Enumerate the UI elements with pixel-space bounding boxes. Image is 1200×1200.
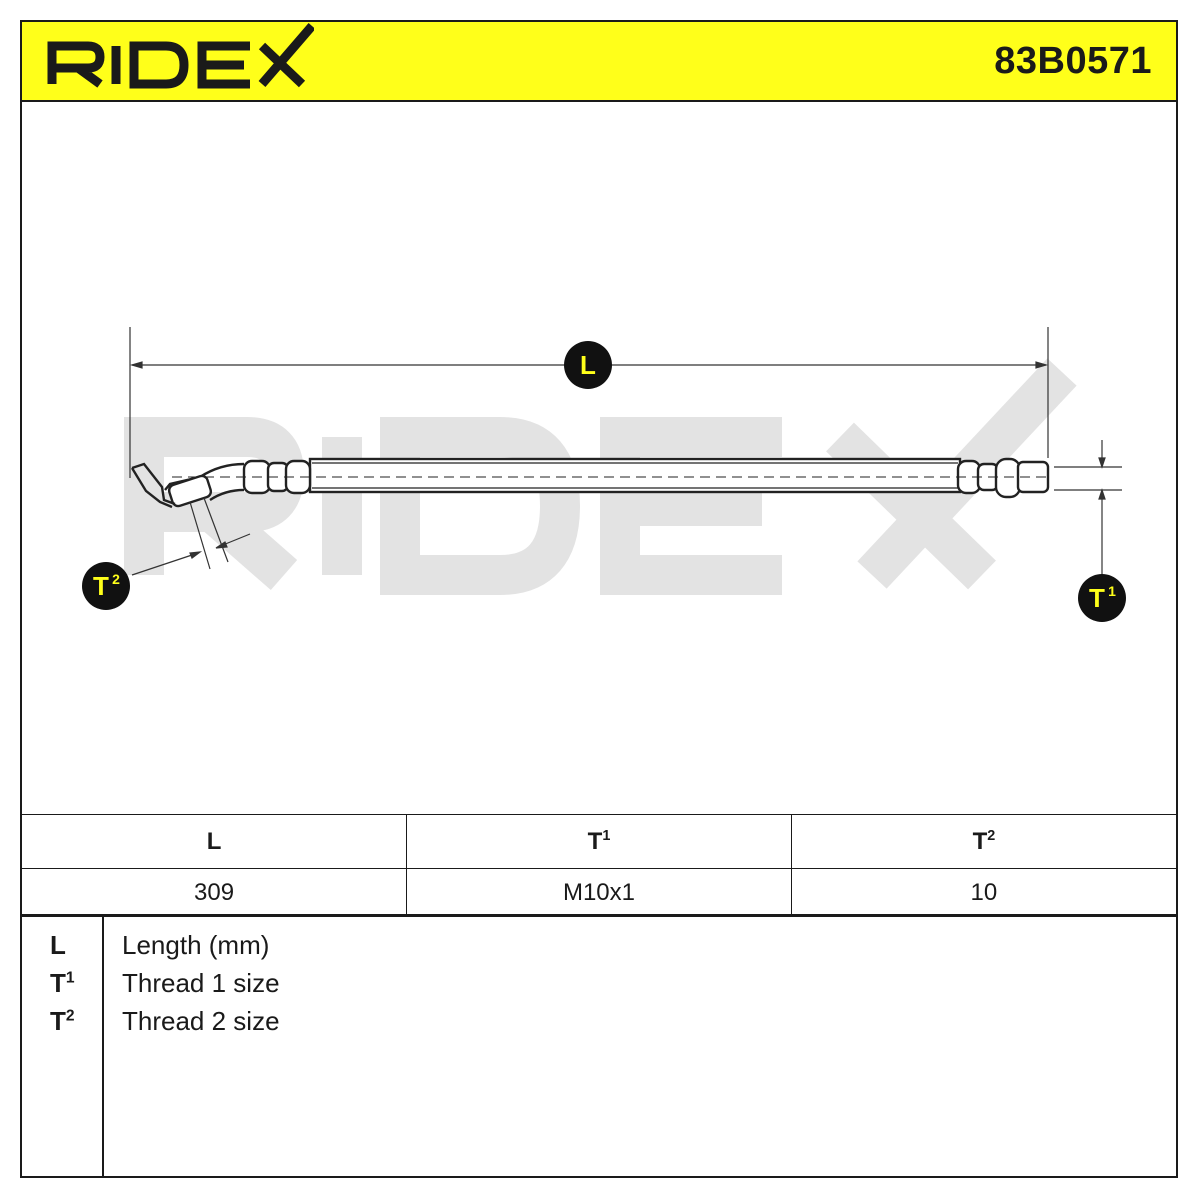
thread2-label-sup: 2	[112, 571, 120, 587]
thread1-callout: T 1	[1078, 574, 1126, 622]
thread2-callout: T 2	[82, 562, 130, 610]
thread1-label-base: T	[1089, 583, 1105, 613]
thread2-dimension	[131, 497, 251, 576]
part-number: 83B0571	[994, 40, 1152, 82]
spec-table-value-row: 309 M10x1 10	[22, 868, 1176, 917]
legend-description: Thread 1 size	[122, 968, 280, 998]
legend: L Length (mm) T1 Thread 1 size T2 Thread…	[22, 914, 1176, 1176]
technical-drawing: L	[82, 327, 1126, 622]
spec-header-length: L	[22, 814, 408, 869]
legend-item-thread1: T1 Thread 1 size	[50, 968, 280, 998]
brake-hose	[130, 457, 1052, 509]
length-label: L	[580, 350, 596, 380]
spec-table: L T1 T2 309 M10x1 10	[22, 814, 1176, 917]
header-bar: 83B0571	[22, 22, 1176, 102]
ridex-logo	[47, 23, 314, 89]
legend-description: Length (mm)	[122, 930, 270, 960]
spec-value-thread1: M10x1	[406, 868, 792, 917]
drawing-frame: 83B0571 L	[20, 20, 1178, 1178]
legend-item-thread2: T2 Thread 2 size	[50, 1006, 280, 1036]
spec-header-thread2: T2	[790, 814, 1176, 869]
legend-item-length: L Length (mm)	[50, 930, 270, 960]
legend-description: Thread 2 size	[122, 1006, 280, 1036]
spec-header-thread1: T1	[406, 814, 792, 869]
length-callout: L	[564, 341, 612, 389]
thread1-dimension	[1054, 440, 1122, 574]
spec-value-length: 309	[22, 868, 408, 917]
thread1-label-sup: 1	[1108, 583, 1116, 599]
legend-divider	[102, 916, 104, 1176]
thread2-label-base: T	[93, 571, 109, 601]
spec-value-thread2: 10	[790, 868, 1176, 917]
spec-table-header-row: L T1 T2	[22, 814, 1176, 869]
